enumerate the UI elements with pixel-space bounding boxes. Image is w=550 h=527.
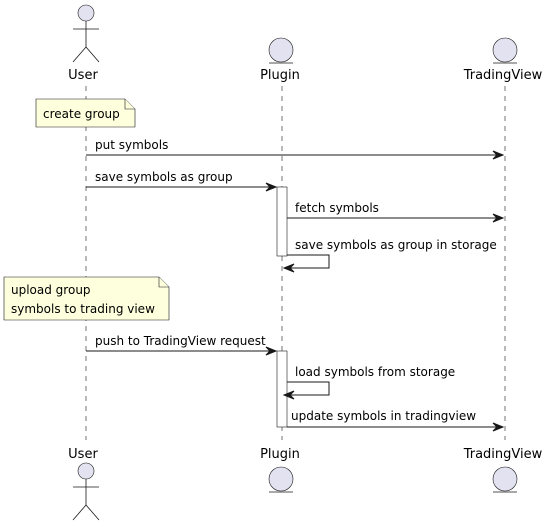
- activation-bar-plugin: [276, 350, 288, 428]
- participant-user-top: User: [68, 4, 100, 83]
- message-label: push to TradingView request: [95, 334, 266, 348]
- arrow-head-icon: [282, 263, 295, 273]
- participant-label: Plugin: [260, 68, 300, 83]
- entity-icon: [268, 466, 294, 493]
- entity-icon: [268, 37, 294, 64]
- message-fetch-symbols: fetch symbols: [287, 201, 505, 223]
- note-line: create group: [43, 107, 120, 121]
- note-line: upload group: [11, 283, 91, 297]
- note-create-group: create group: [35, 98, 136, 128]
- activation-bar-plugin: [276, 186, 288, 257]
- arrow-head-icon: [492, 150, 505, 160]
- arrow-head-icon: [492, 213, 505, 223]
- actor-icon: [72, 462, 100, 521]
- message-label: put symbols: [95, 138, 168, 152]
- message-load-from-storage: load symbols from storage: [282, 365, 455, 400]
- message-label: save symbols as group in storage: [295, 238, 497, 252]
- entity-icon: [492, 466, 518, 493]
- arrow-head-icon: [265, 182, 278, 192]
- participant-label: User: [68, 68, 98, 83]
- note-upload-group: upload group symbols to trading view: [3, 276, 170, 321]
- participant-tradingview-bottom: TradingView: [463, 447, 543, 493]
- message-push-request: push to TradingView request: [86, 334, 278, 356]
- participant-label: TradingView: [463, 68, 543, 83]
- participant-label: TradingView: [463, 447, 543, 462]
- participant-tradingview-top: TradingView: [463, 37, 543, 83]
- actor-icon: [72, 4, 100, 63]
- participant-user-bottom: User: [68, 447, 100, 521]
- message-save-in-storage: save symbols as group in storage: [282, 238, 497, 273]
- participant-plugin-bottom: Plugin: [260, 447, 300, 493]
- message-label: update symbols in tradingview: [291, 409, 476, 423]
- message-put-symbols: put symbols: [86, 138, 505, 160]
- participant-label: User: [68, 447, 98, 462]
- entity-icon: [492, 37, 518, 64]
- message-save-symbols-as-group: save symbols as group: [86, 170, 278, 192]
- message-update-symbols: update symbols in tradingview: [287, 409, 505, 432]
- arrow-head-icon: [492, 422, 505, 432]
- message-label: load symbols from storage: [295, 365, 455, 379]
- arrow-head-icon: [265, 346, 278, 356]
- arrow-head-icon: [282, 390, 295, 400]
- participant-plugin-top: Plugin: [260, 37, 300, 83]
- message-label: fetch symbols: [295, 201, 379, 215]
- note-line: symbols to trading view: [11, 302, 155, 316]
- participant-label: Plugin: [260, 447, 300, 462]
- message-label: save symbols as group: [95, 170, 233, 184]
